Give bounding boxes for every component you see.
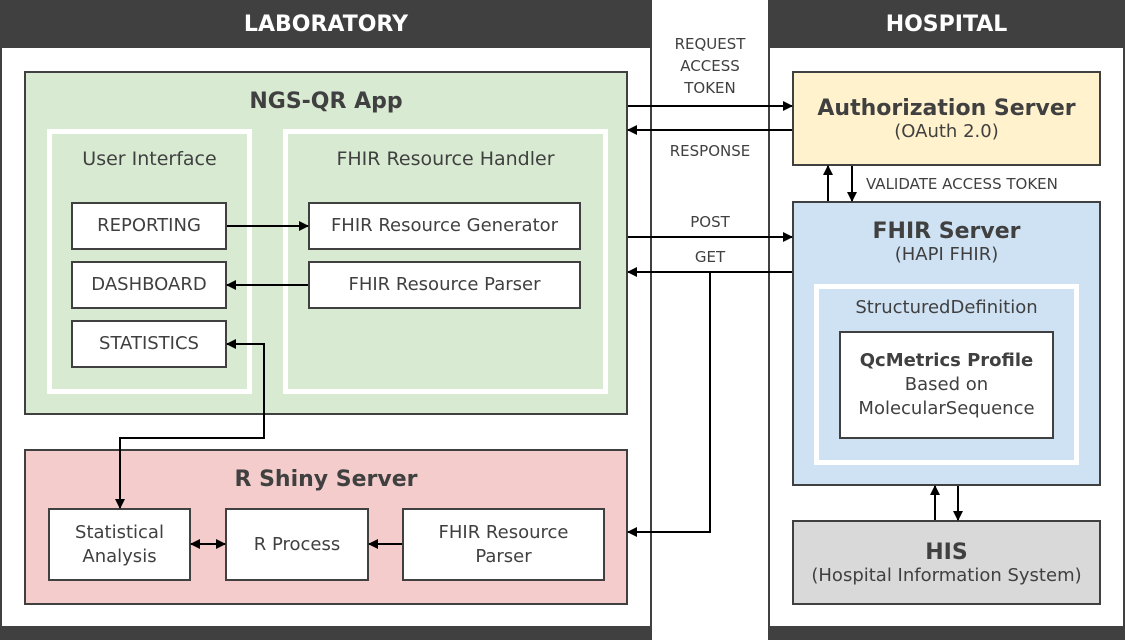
fhir-server-title: FHIR Server [872,219,1021,244]
authorization-server[interactable]: Authorization Server (OAuth 2.0) [792,71,1101,166]
user-interface-title: User Interface [82,148,217,170]
authorization-server-title: Authorization Server [817,95,1076,121]
hospital-footer-bar [768,626,1125,640]
structured-definition-group: StructuredDefinition [814,284,1079,465]
his-box[interactable]: HIS (Hospital Information System) [792,520,1101,605]
statistics-box[interactable]: STATISTICS [71,320,227,368]
shiny-fhir-parser-box[interactable]: FHIR Resource Parser [402,508,605,581]
ngs-qr-app-title: NGS-QR App [249,89,403,114]
get-label: GET [694,248,726,266]
fhir-handler-group: FHIR Resource Handler [283,129,608,394]
structured-definition-title: StructuredDefinition [855,297,1038,318]
dashboard-box[interactable]: DASHBOARD [71,261,227,309]
r-process-box[interactable]: R Process [225,508,369,581]
his-subtitle: (Hospital Information System) [811,564,1082,586]
response-label: RESPONSE [669,142,751,160]
request-access-token-label: REQUEST ACCESS TOKEN [674,35,746,97]
r-shiny-server-title: R Shiny Server [234,467,418,492]
qcmetrics-profile-box[interactable]: QcMetrics Profile Based on MolecularSequ… [839,331,1054,439]
statistical-analysis-box[interactable]: Statistical Analysis [48,508,191,581]
qcmetrics-profile-line1: Based on [904,374,989,395]
laboratory-footer-bar [0,626,652,640]
fhir-resource-parser-box[interactable]: FHIR Resource Parser [308,261,581,309]
reporting-box[interactable]: REPORTING [71,202,227,250]
hospital-header: HOSPITAL [768,0,1125,48]
his-title: HIS [925,539,968,565]
authorization-server-subtitle: (OAuth 2.0) [894,120,999,142]
fhir-resource-generator-box[interactable]: FHIR Resource Generator [308,202,581,250]
validate-access-token-label: VALIDATE ACCESS TOKEN [866,175,1058,193]
qcmetrics-profile-line2: MolecularSequence [858,398,1035,419]
post-label: POST [690,213,730,231]
qcmetrics-profile-title: QcMetrics Profile [859,350,1034,371]
fhir-handler-title: FHIR Resource Handler [336,148,555,170]
laboratory-header: LABORATORY [0,0,652,48]
fhir-server-subtitle: (HAPI FHIR) [894,244,999,265]
